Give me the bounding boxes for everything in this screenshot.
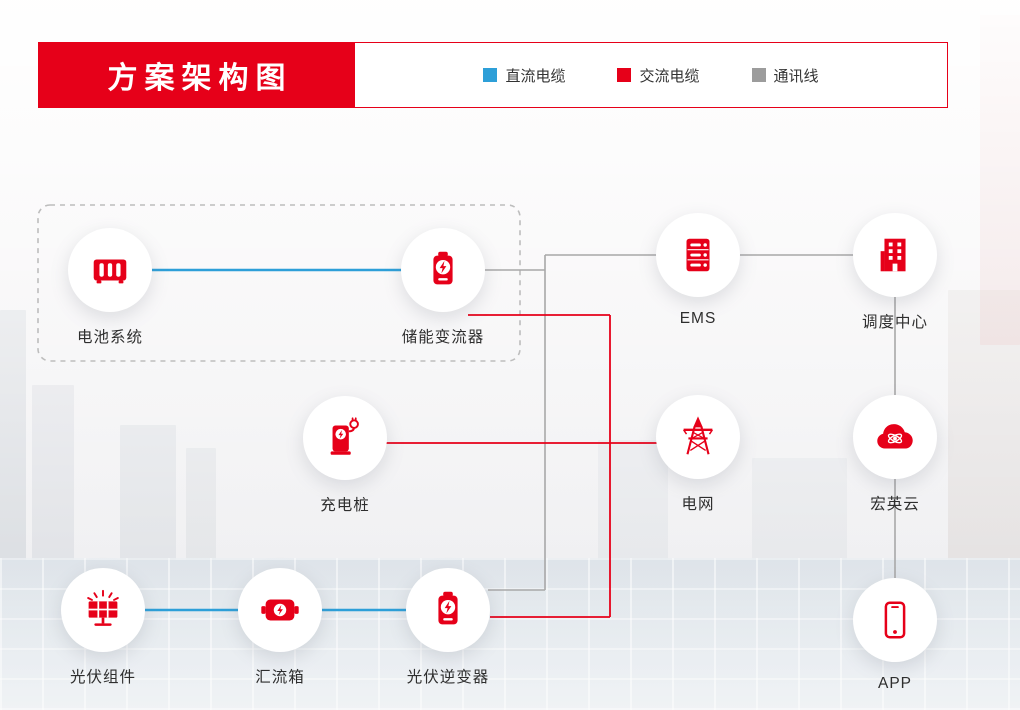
node-charging-pile: 充电桩: [303, 396, 387, 515]
node-label: 宏英云: [870, 496, 920, 513]
legend-item-ac-cable: 交流电缆: [617, 65, 700, 86]
node-circle: [656, 395, 740, 479]
node-storage-converter: 储能变流器: [401, 228, 485, 347]
node-label: 调度中心: [861, 314, 928, 331]
node-circle: [401, 228, 485, 312]
legend-label: 通讯线: [773, 67, 819, 85]
node-circle: [656, 213, 740, 297]
node-label: 储能变流器: [401, 329, 485, 346]
city-silhouette: [186, 448, 216, 560]
node-label: 汇流箱: [255, 669, 305, 686]
node-hongying-cloud: 宏英云: [853, 395, 937, 514]
legend-item-comm-line: 通讯线: [751, 65, 819, 86]
node-circle: [853, 578, 937, 662]
transmission-tower-icon: [682, 416, 714, 455]
city-silhouette: [120, 425, 176, 560]
node-label: 光伏组件: [69, 669, 136, 686]
city-silhouette: [32, 385, 74, 560]
node-circle: [853, 395, 937, 479]
combiner-box-icon: [261, 599, 299, 621]
page-title: 方案架构图: [107, 62, 293, 95]
node-ems: EMS: [656, 213, 740, 328]
node-label: 光伏逆变器: [406, 669, 490, 686]
node-circle: [238, 568, 322, 652]
node-label: 电网: [681, 496, 715, 513]
node-label: 电池系统: [76, 329, 143, 346]
node-battery-system: 电池系统: [68, 228, 152, 347]
legend: 直流电缆 交流电缆 通讯线: [355, 42, 948, 108]
inverter-icon: [438, 591, 458, 625]
converter-icon: [433, 251, 453, 285]
header: 方案架构图 直流电缆 交流电缆 通讯线: [38, 42, 948, 108]
red-highrise-silhouette: [980, 15, 1020, 345]
node-label: 充电桩: [320, 497, 370, 514]
node-dispatch-center: 调度中心: [853, 213, 937, 332]
node-circle: [61, 568, 145, 652]
node-pv-modules: 光伏组件: [61, 568, 145, 687]
node-circle: [853, 213, 937, 297]
battery-cabinet-icon: [93, 259, 127, 284]
node-pv-inverter: 光伏逆变器: [406, 568, 490, 687]
node-power-grid: 电网: [656, 395, 740, 514]
node-app: APP: [853, 578, 937, 693]
city-silhouette: [0, 310, 26, 560]
dc-cable-swatch: [483, 68, 498, 82]
node-circle: [303, 396, 387, 480]
legend-label: 交流电缆: [639, 67, 700, 85]
node-label: APP: [877, 675, 912, 692]
legend-item-dc-cable: 直流电缆: [483, 65, 565, 86]
node-circle: [68, 228, 152, 312]
legend-label: 直流电缆: [505, 67, 566, 85]
building-icon: [880, 238, 906, 272]
server-icon: [686, 238, 710, 272]
comm-line-swatch: [751, 68, 766, 82]
ac-cable-swatch: [617, 68, 632, 82]
node-combiner-box: 汇流箱: [238, 568, 322, 687]
smartphone-icon: [884, 601, 906, 639]
node-circle: [406, 568, 490, 652]
solar-panel-icon: [87, 589, 119, 626]
cloud-icon: [877, 424, 913, 449]
city-silhouette: [752, 458, 847, 560]
title-banner: 方案架构图: [38, 42, 355, 108]
ev-charger-icon: [330, 417, 359, 455]
node-label: EMS: [679, 310, 717, 327]
